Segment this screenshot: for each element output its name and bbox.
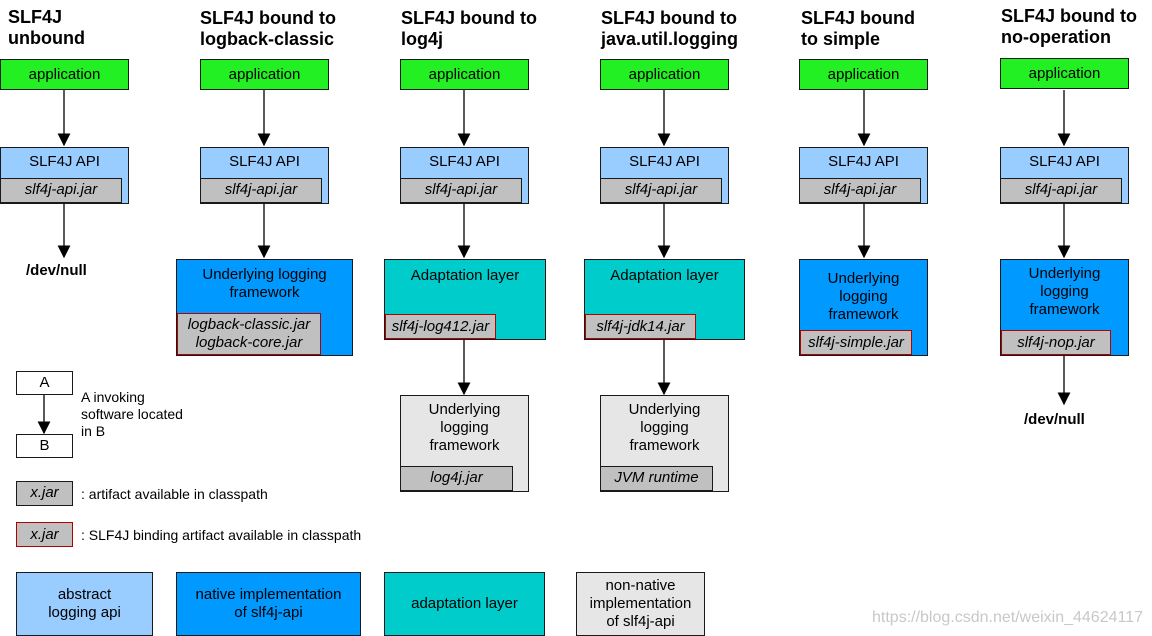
slf4j-api-jar: slf4j-api.jar	[600, 178, 722, 203]
application-box: application	[799, 59, 928, 90]
slf4j-api-label: SLF4J API	[1029, 153, 1100, 170]
slf4j-api-jar: slf4j-api.jar	[1000, 178, 1122, 203]
watermark: https://blog.csdn.net/weixin_44624117	[872, 609, 1144, 626]
framework-label: Underlying logging framework	[827, 270, 900, 323]
legend-native-impl: native implementation of slf4j-api	[176, 572, 361, 636]
framework-label: Underlying logging framework	[428, 401, 501, 454]
devnull-label: /dev/null	[26, 262, 87, 279]
legend-nonnative-impl: non-native implementation of slf4j-api	[576, 572, 705, 636]
nop-binding-jar: slf4j-nop.jar	[1001, 330, 1111, 355]
legend-binding-sample: x.jar	[16, 522, 73, 547]
slf4j-api-label: SLF4J API	[229, 153, 300, 170]
framework-label: Underlying logging framework	[628, 401, 701, 454]
jdk14-binding-jar: slf4j-jdk14.jar	[585, 314, 696, 339]
application-box: application	[200, 59, 329, 90]
adaptation-label: Adaptation layer	[410, 267, 520, 284]
slf4j-api-label: SLF4J API	[29, 153, 100, 170]
logback-binding-jar: logback-classic.jar logback-core.jar	[177, 313, 321, 355]
slf4j-api-jar: slf4j-api.jar	[0, 178, 122, 203]
slf4j-api-label: SLF4J API	[629, 153, 700, 170]
devnull-label: /dev/null	[1024, 411, 1085, 428]
legend-jar-sample: x.jar	[16, 481, 73, 506]
legend-jar-text: : artifact available in classpath	[81, 486, 268, 502]
application-box: application	[0, 59, 129, 90]
adaptation-label: Adaptation layer	[610, 267, 719, 284]
slf4j-api-label: SLF4J API	[429, 153, 500, 170]
legend-invoke-text: A invoking software located in B	[81, 389, 183, 439]
legend-binding-text: : SLF4J binding artifact available in cl…	[81, 527, 362, 543]
log4j-jar: log4j.jar	[400, 466, 513, 491]
log4j-binding-jar: slf4j-log412.jar	[385, 314, 496, 339]
framework-label: Underlying logging framework	[1028, 265, 1101, 318]
application-box: application	[1000, 58, 1129, 89]
column-title-log4j: SLF4J bound to log4j	[401, 8, 537, 49]
legend-box-b: B	[16, 434, 73, 458]
slf4j-api-jar: slf4j-api.jar	[400, 178, 522, 203]
column-title-nop: SLF4J bound to no-operation	[1001, 6, 1137, 47]
column-title-unbound: SLF4J unbound	[8, 7, 85, 48]
application-box: application	[600, 59, 729, 90]
column-title-simple: SLF4J bound to simple	[801, 8, 915, 49]
legend-adaptation: adaptation layer	[384, 572, 545, 636]
framework-label: Underlying logging framework	[202, 266, 327, 301]
legend-box-a: A	[16, 371, 73, 395]
slf4j-api-label: SLF4J API	[828, 153, 899, 170]
jvm-runtime-jar: JVM runtime	[600, 466, 713, 491]
application-box: application	[400, 59, 529, 90]
column-title-jul: SLF4J bound to java.util.logging	[601, 8, 739, 49]
legend-abstract-api: abstract logging api	[16, 572, 153, 636]
slf4j-api-jar: slf4j-api.jar	[200, 178, 322, 203]
slf4j-api-jar: slf4j-api.jar	[799, 178, 921, 203]
column-title-logback: SLF4J bound to logback-classic	[200, 8, 336, 49]
simple-binding-jar: slf4j-simple.jar	[800, 330, 912, 355]
